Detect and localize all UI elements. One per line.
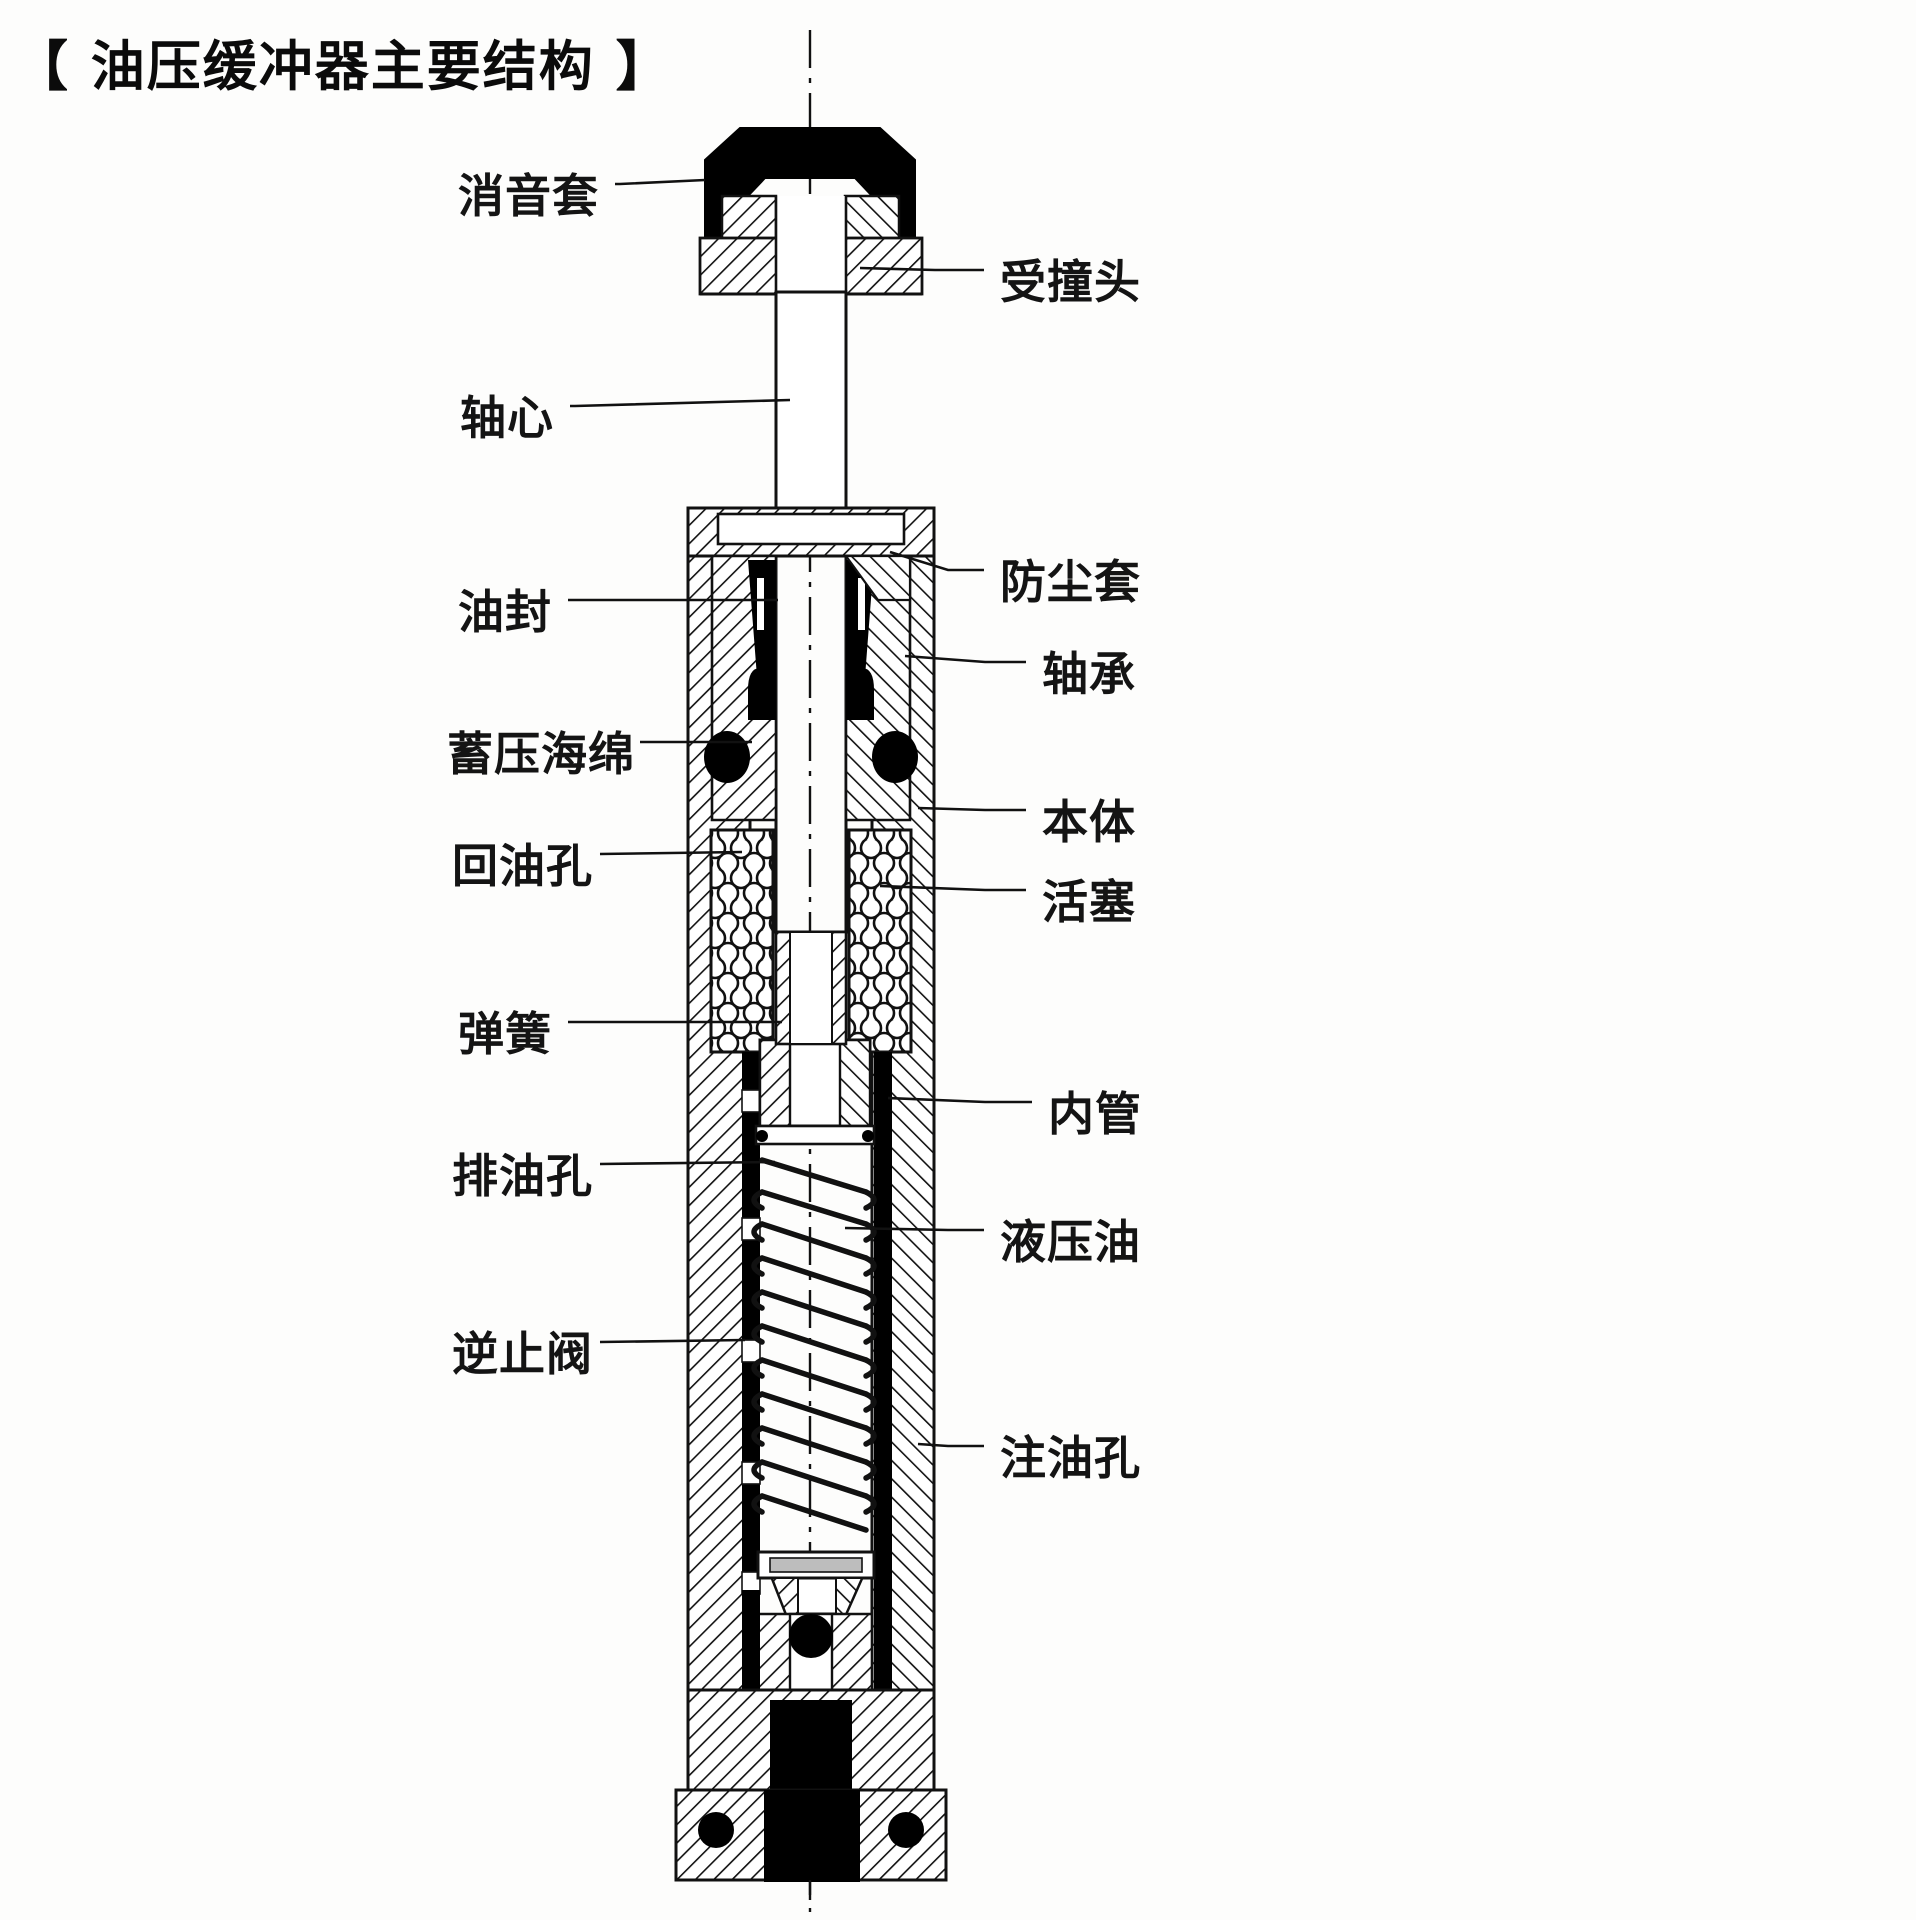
label-impact-head: 受撞头: [1000, 255, 1141, 309]
label-oil-return-hole: 回油孔: [452, 839, 593, 893]
label-oil-seal: 油封: [458, 585, 552, 639]
label-oil-filler-hole: 注油孔: [1000, 1431, 1141, 1485]
leader-oil-return-hole: [599, 850, 743, 856]
accumulator-sponge-part: [709, 828, 913, 1054]
leader-lines: [568, 178, 1032, 1448]
label-oil-discharge-hole: 排油孔: [452, 1149, 593, 1203]
piston-part: [754, 930, 876, 1146]
label-muffler-sleeve: 消音套: [458, 169, 599, 223]
label-spring: 弹簧: [458, 1007, 552, 1061]
label-body: 本体: [1042, 795, 1136, 849]
leader-piston: [879, 884, 1026, 892]
page-title: 【 油压缓冲器主要结构 】: [14, 35, 672, 98]
impact-head-part: [698, 194, 924, 296]
label-hydraulic-oil: 液压油: [1000, 1215, 1141, 1269]
label-accumulator-sponge: 蓄压海绵: [447, 727, 635, 781]
leader-hydraulic-oil: [844, 1226, 984, 1232]
leader-oil-discharge-hole: [599, 1160, 776, 1166]
leader-bearing: [904, 654, 1026, 664]
label-shaft: 轴心: [460, 391, 554, 445]
leader-muffler-sleeve: [615, 178, 706, 186]
leader-dust-cover: [889, 550, 984, 572]
leader-oil-filler-hole: [917, 1442, 984, 1448]
bottom-cap-and-oil-filler: [674, 1688, 948, 1912]
bearing-balls: [704, 731, 918, 783]
leader-impact-head: [859, 266, 984, 272]
label-piston: 活塞: [1042, 875, 1136, 929]
spring-coil-part: [751, 1157, 877, 1533]
label-dust-cover: 防尘套: [1000, 555, 1141, 609]
leader-inner-tube: [887, 1096, 1032, 1104]
inner-tube-part: [741, 1052, 892, 1732]
label-bearing: 轴承: [1042, 647, 1136, 701]
leader-shaft: [570, 398, 791, 408]
leader-check-valve: [599, 1338, 746, 1344]
check-valve-part: [742, 1550, 892, 1698]
leader-body: [917, 806, 1026, 812]
label-inner-tube: 内管: [1048, 1087, 1142, 1141]
label-check-valve: 逆止阀: [452, 1327, 593, 1381]
